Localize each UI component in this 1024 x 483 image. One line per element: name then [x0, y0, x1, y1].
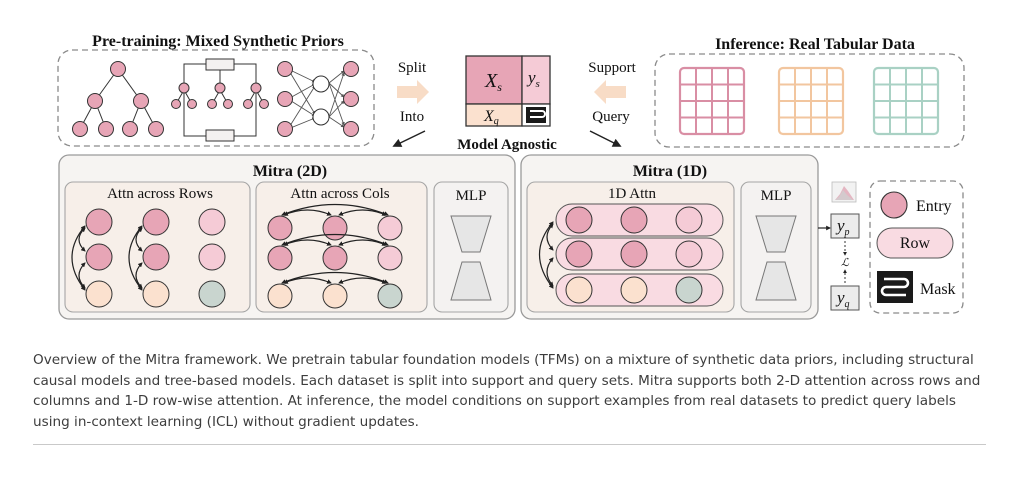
network-prior-graph: [277, 61, 359, 137]
legend-entry-label: Entry: [916, 198, 952, 215]
mlp-1d-label: MLP: [761, 188, 792, 204]
row-attn-arc: [128, 225, 143, 291]
row-1d-entry: [565, 276, 593, 304]
support-arrow: [594, 80, 626, 104]
cols-attn-entry: [377, 245, 403, 271]
into-arrow: [392, 130, 426, 147]
row-1d-entry: [675, 276, 703, 304]
row-1d-entry: [675, 240, 703, 268]
figure-caption: Overview of the Mitra framework. We pret…: [33, 352, 981, 430]
divider: [33, 444, 986, 445]
mlp-2d-shape: [450, 215, 492, 301]
row-1d-entry: [620, 240, 648, 268]
col-attn-arc: [281, 233, 389, 246]
data-table-3: [872, 66, 940, 136]
scm-prior-graph: [171, 58, 269, 142]
cols-attn-entry: [377, 215, 403, 241]
cols-attn-entry: [322, 283, 348, 309]
mask-icon: [526, 107, 546, 123]
mitra-2d-title: Mitra (2D): [253, 163, 327, 180]
legend-mask-swatch: [877, 271, 913, 303]
pretraining-panel: Pre-training: Mixed Synthetic Priors: [57, 33, 375, 147]
row-1d-arc: [539, 221, 554, 289]
mitra-1d-title: Mitra (1D): [633, 163, 707, 180]
cols-attn-entry: [322, 245, 348, 271]
into-label: Into: [400, 109, 424, 125]
ys-label: ys: [526, 68, 540, 90]
attn-1d-label: 1D Attn: [608, 186, 656, 202]
tree-prior-graph: [72, 61, 164, 137]
legend: Entry Row Mask: [869, 180, 964, 314]
rows-attn-entry: [85, 208, 113, 236]
data-table-2: [777, 66, 845, 136]
mlp-1d-shape: [755, 215, 797, 301]
rows-attn-entry: [198, 280, 226, 308]
row-1d-entry: [565, 240, 593, 268]
histogram-icon: [831, 181, 857, 203]
legend-row-label: Row: [900, 235, 931, 252]
mitra-framework-diagram: Pre-training: Mixed Synthetic Priors: [57, 33, 965, 320]
rows-attn-entry: [142, 243, 170, 271]
rows-attn-entry: [142, 280, 170, 308]
mitra-2d-panel: Mitra (2D) Attn across Rows Attn across …: [58, 154, 516, 320]
attn-rows-label: Attn across Rows: [107, 186, 213, 202]
col-attn-arc: [281, 203, 389, 216]
support-label: Support: [588, 60, 636, 76]
model-agnostic-label: Model Agnostic: [457, 137, 557, 153]
cols-attn-entry: [322, 215, 348, 241]
cols-attn-entry: [267, 215, 293, 241]
rows-attn-entry: [85, 243, 113, 271]
cols-attn-entry: [267, 245, 293, 271]
cols-attn-entry: [267, 283, 293, 309]
rows-attn-entry: [142, 208, 170, 236]
rows-attn-entry: [85, 280, 113, 308]
mlp-2d-label: MLP: [456, 188, 487, 204]
yq-label: yq: [835, 288, 850, 310]
row-attn-arc: [71, 225, 86, 291]
data-matrix: Xs ys Xq: [465, 55, 551, 127]
row-1d-entry: [675, 206, 703, 234]
row-1d-entry: [620, 206, 648, 234]
output-column: yp ℒ yq: [818, 181, 860, 311]
loss-label: ℒ: [841, 257, 850, 269]
pretraining-title: Pre-training: Mixed Synthetic Priors: [92, 33, 344, 50]
col-attn-arc: [281, 271, 389, 284]
split-label: Split: [398, 60, 427, 76]
inference-panel: Inference: Real Tabular Data: [654, 36, 965, 148]
mitra-1d-panel: Mitra (1D) 1D Attn MLP: [520, 154, 819, 320]
inference-title: Inference: Real Tabular Data: [715, 36, 915, 53]
xs-label: Xs: [484, 70, 502, 94]
query-arrow: [589, 130, 622, 147]
legend-entry-swatch: [880, 191, 908, 219]
attn-cols-label: Attn across Cols: [290, 186, 389, 202]
yp-label: yp: [835, 216, 850, 238]
xq-label: Xq: [483, 108, 499, 127]
legend-row-swatch: [876, 227, 954, 259]
split-arrow: [397, 80, 429, 104]
rows-attn-entry: [198, 208, 226, 236]
row-1d-entry: [620, 276, 648, 304]
data-table-1: [678, 66, 746, 136]
row-1d-entry: [565, 206, 593, 234]
query-label: Query: [592, 109, 630, 125]
cols-attn-entry: [377, 283, 403, 309]
legend-mask-label: Mask: [920, 281, 956, 298]
rows-attn-entry: [198, 243, 226, 271]
